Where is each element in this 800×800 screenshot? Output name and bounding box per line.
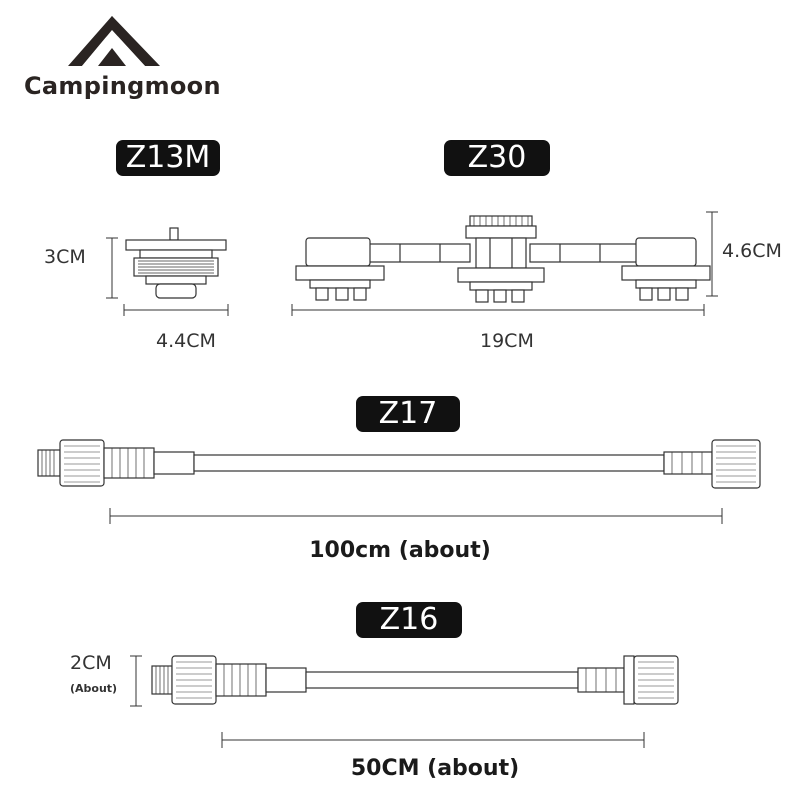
z30-width: 19CM <box>480 330 534 352</box>
z30-manifold-drawing <box>295 215 711 303</box>
z13m-adapter-drawing <box>125 227 227 299</box>
z16-label: Z16 <box>356 602 462 638</box>
z30-label: Z30 <box>444 140 550 176</box>
mountain-logo-icon <box>68 16 160 66</box>
z13m-height: 3CM <box>44 246 86 268</box>
z13m-width: 4.4CM <box>156 330 216 352</box>
z16-height-note: (About) <box>70 682 118 695</box>
z30-height: 4.6CM <box>722 240 782 262</box>
z16-hose-drawing <box>151 655 679 705</box>
z17-dimension-line <box>109 508 723 524</box>
z13m-label: Z13M <box>116 140 220 176</box>
brand-name: Campingmoon <box>24 72 221 100</box>
z16-height: 2CM <box>70 652 112 674</box>
z16-dimension-lines <box>130 655 645 748</box>
z13m-dimension-lines <box>106 237 229 316</box>
z17-hose-drawing <box>37 439 761 489</box>
z17-length: 100cm (about) <box>309 538 491 563</box>
z16-length: 50CM (about) <box>350 756 520 781</box>
z17-label: Z17 <box>356 396 460 432</box>
z30-dimension-lines <box>291 211 718 316</box>
